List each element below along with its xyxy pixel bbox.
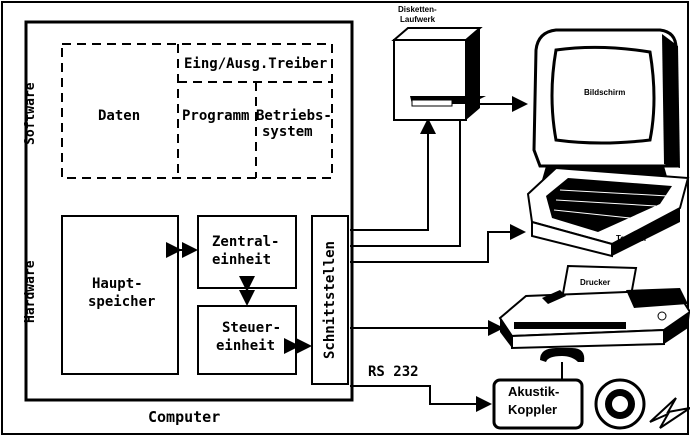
programm-label: Programm xyxy=(182,108,249,124)
disk-drive-illustration xyxy=(394,28,486,120)
software-label: Software xyxy=(23,91,39,145)
coupler-label-line2: Koppler xyxy=(508,402,557,417)
disk-drive-label-line1: Disketten- xyxy=(398,5,437,14)
printer-label: Drucker xyxy=(580,278,610,287)
monitor-label: Bildschirm xyxy=(584,88,625,97)
eing-ausg-treiber-label: Eing/Ausg.Treiber xyxy=(184,56,327,72)
steuereinheit-label-line2: einheit xyxy=(216,338,275,354)
link-monitor xyxy=(350,104,526,246)
computer-box xyxy=(26,22,352,400)
rs232-label: RS 232 xyxy=(368,364,419,380)
coupler-label-line1: Akustik- xyxy=(508,384,559,399)
zentraleinheit-label-line1: Zentral- xyxy=(212,234,279,250)
disk-drive-label-line2: Laufwerk xyxy=(400,15,435,24)
betriebssystem-label-line1: Betriebs- xyxy=(256,108,332,124)
keyboard-label: Tastatur xyxy=(616,234,647,243)
external-connections xyxy=(350,104,526,404)
monitor-illustration xyxy=(534,30,680,180)
daten-label: Daten xyxy=(98,108,140,124)
computer-caption: Computer xyxy=(148,408,220,426)
steuereinheit-label-line1: Steuer- xyxy=(222,320,281,336)
zentraleinheit-label-line2: einheit xyxy=(212,252,271,268)
betriebssystem-label-line2: system xyxy=(262,124,313,140)
hauptspeicher-label-line2: speicher xyxy=(88,294,155,310)
link-disk xyxy=(350,120,428,230)
hauptspeicher-label-line1: Haupt- xyxy=(92,276,143,292)
keyboard-illustration xyxy=(528,168,688,256)
hardware-label: Hardware xyxy=(23,269,39,323)
schnittstellen-label: Schnittstellen xyxy=(322,238,338,362)
link-coupler xyxy=(350,386,490,404)
